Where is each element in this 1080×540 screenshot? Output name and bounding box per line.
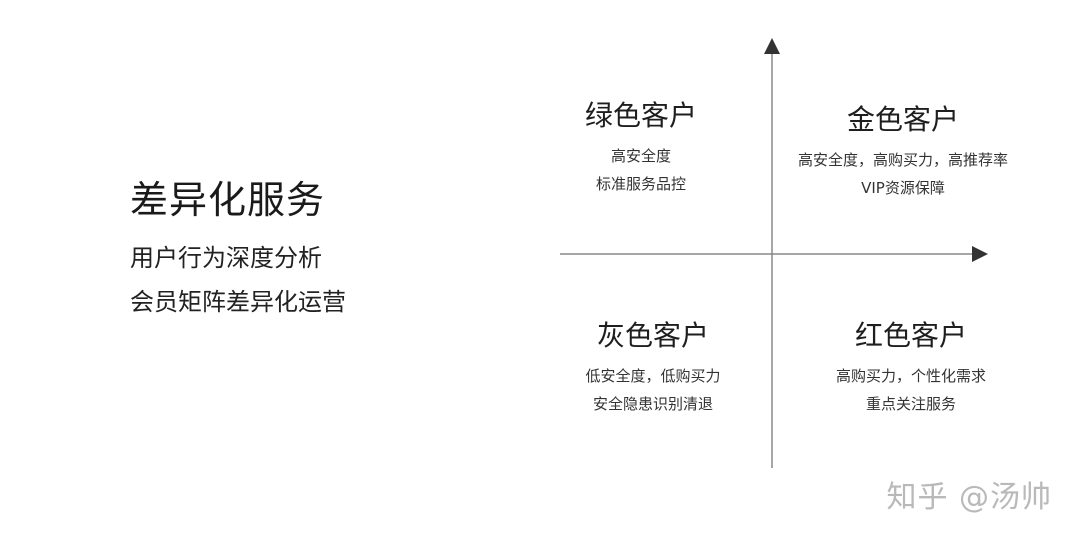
quadrant-line: 高购买力，个性化需求 (835, 367, 986, 385)
quadrant-red-customer: 红色客户 高购买力，个性化需求 重点关注服务 (791, 316, 1031, 418)
quadrant-line: VIP资源保障 (861, 179, 945, 197)
left-text-block: 差异化服务 用户行为深度分析 会员矩阵差异化运营 (130, 172, 346, 324)
quadrant-gold-customer: 金色客户 高安全度，高购买力，高推荐率 VIP资源保障 (783, 100, 1023, 202)
subtitle-line-2: 会员矩阵差异化运营 (130, 288, 346, 316)
quadrant-gray-customer: 灰色客户 低安全度，低购买力 安全隐患识别清退 (533, 316, 773, 418)
quadrant-description: 高安全度 标准服务品控 (521, 142, 761, 198)
subtitle-list: 用户行为深度分析 会员矩阵差异化运营 (130, 236, 346, 324)
quadrant-line: 标准服务品控 (595, 175, 686, 193)
vertical-axis-arrow-icon (764, 38, 780, 54)
quadrant-title: 灰色客户 (596, 319, 709, 352)
watermark: 知乎 @汤帅 (886, 480, 1052, 515)
quadrant-green-customer: 绿色客户 高安全度 标准服务品控 (521, 96, 761, 198)
quadrant-line: 高安全度，高购买力，高推荐率 (797, 151, 1008, 169)
quadrant-title: 绿色客户 (584, 99, 697, 132)
quadrant-line: 重点关注服务 (865, 395, 956, 413)
subtitle-line-1: 用户行为深度分析 (130, 244, 322, 272)
quadrant-title: 金色客户 (846, 103, 959, 136)
horizontal-axis-arrow-icon (972, 246, 988, 262)
quadrant-description: 高安全度，高购买力，高推荐率 VIP资源保障 (783, 146, 1023, 202)
quadrant-line: 低安全度，低购买力 (585, 367, 721, 385)
quadrant-line: 高安全度 (610, 147, 671, 165)
quadrant-description: 低安全度，低购买力 安全隐患识别清退 (533, 362, 773, 418)
quadrant-title: 红色客户 (854, 319, 967, 352)
quadrant-line: 安全隐患识别清退 (592, 395, 713, 413)
quadrant-description: 高购买力，个性化需求 重点关注服务 (791, 362, 1031, 418)
main-title: 差异化服务 (130, 178, 326, 222)
